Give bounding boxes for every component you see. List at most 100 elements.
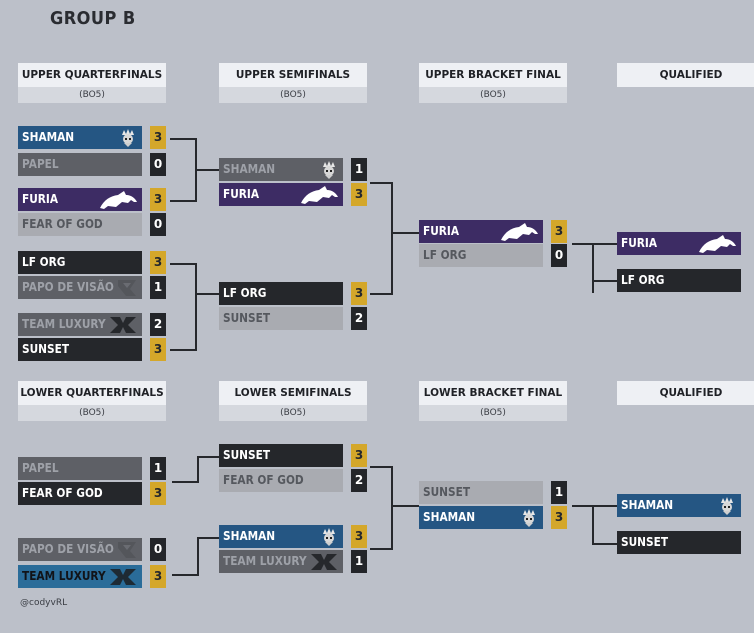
- team-name: TEAM LUXURY: [22, 569, 106, 583]
- team-slot-uq-0[interactable]: FURIA: [617, 232, 741, 255]
- score-badge: 3: [150, 338, 166, 361]
- team-slot-lqf1-0[interactable]: PAPEL: [18, 457, 142, 480]
- column-title: LOWER SEMIFINALS: [219, 381, 367, 405]
- team-name: PAPO DE VISÃO: [22, 542, 114, 556]
- team-slot-uqf2-0[interactable]: FURIA: [18, 188, 142, 211]
- team-name: SUNSET: [22, 342, 70, 356]
- connector-line: [572, 505, 617, 507]
- team-slot-uqf4-0[interactable]: TEAM LUXURY: [18, 313, 142, 336]
- furia-panther-icon: [697, 234, 737, 255]
- connector-line: [392, 505, 419, 507]
- team-slot-uqf1-1[interactable]: PAPEL: [18, 153, 142, 176]
- connector-line: [172, 574, 198, 576]
- team-slot-lqf1-1[interactable]: FEAR OF GOD: [18, 482, 142, 505]
- team-slot-uqf1-0[interactable]: SHAMAN: [18, 126, 142, 149]
- team-name: FURIA: [621, 236, 658, 250]
- score-badge: 2: [351, 469, 367, 492]
- team-slot-uq-1[interactable]: LF ORG: [617, 269, 741, 292]
- team-name: LF ORG: [621, 273, 665, 287]
- connector-line: [170, 138, 196, 140]
- connector-line: [170, 349, 196, 351]
- connector-line: [370, 182, 392, 184]
- column-title: UPPER SEMIFINALS: [219, 63, 367, 87]
- connector-line: [592, 505, 594, 544]
- team-name: TEAM LUXURY: [223, 554, 307, 568]
- team-slot-lsf1-1[interactable]: FEAR OF GOD: [219, 469, 343, 492]
- shaman-logo-icon: [319, 160, 339, 181]
- team-slot-lq-1[interactable]: SUNSET: [617, 531, 741, 554]
- team-slot-usf1-1[interactable]: FURIA: [219, 183, 343, 206]
- team-name: FURIA: [22, 192, 59, 206]
- column-title: QUALIFIED: [617, 381, 754, 405]
- team-slot-uqf4-1[interactable]: SUNSET: [18, 338, 142, 361]
- team-name: FURIA: [223, 187, 260, 201]
- column-header: QUALIFIED: [617, 381, 754, 405]
- team-name: FURIA: [423, 224, 460, 238]
- column-format: (BO5): [419, 87, 567, 103]
- connector-line: [197, 537, 199, 576]
- score-badge: 0: [150, 538, 166, 561]
- column-format: (BO5): [18, 87, 166, 103]
- column-title: LOWER QUARTERFINALS: [18, 381, 166, 405]
- score-badge: 3: [150, 188, 166, 211]
- score-badge: 3: [351, 444, 367, 467]
- team-slot-ubf-1[interactable]: LF ORG: [419, 244, 543, 267]
- team-name: SHAMAN: [223, 162, 276, 176]
- team-slot-lsf2-1[interactable]: TEAM LUXURY: [219, 550, 343, 573]
- column-format: (BO5): [419, 405, 567, 421]
- team-name: SUNSET: [621, 535, 669, 549]
- shaman-logo-icon: [118, 128, 138, 149]
- column-title: UPPER BRACKET FINAL: [419, 63, 567, 87]
- team-slot-lqf2-0[interactable]: PAPO DE VISÃO: [18, 538, 142, 561]
- team-slot-uqf2-1[interactable]: FEAR OF GOD: [18, 213, 142, 236]
- team-slot-lbf-0[interactable]: SUNSET: [419, 481, 543, 504]
- connector-line: [170, 263, 196, 265]
- team-slot-lsf1-0[interactable]: SUNSET: [219, 444, 343, 467]
- team-slot-lsf2-0[interactable]: SHAMAN: [219, 525, 343, 548]
- pdv-logo-icon: [116, 540, 138, 561]
- team-slot-uqf3-0[interactable]: LF ORG: [18, 251, 142, 274]
- score-badge: 0: [150, 153, 166, 176]
- team-slot-lqf2-1[interactable]: TEAM LUXURY: [18, 565, 142, 588]
- connector-line: [170, 200, 196, 202]
- furia-panther-icon: [98, 190, 138, 211]
- column-title: LOWER BRACKET FINAL: [419, 381, 567, 405]
- team-slot-lbf-1[interactable]: SHAMAN: [419, 506, 543, 529]
- column-header: UPPER SEMIFINALS(BO5): [219, 63, 367, 103]
- score-badge: 2: [351, 307, 367, 330]
- shaman-logo-icon: [717, 496, 737, 517]
- column-header: LOWER BRACKET FINAL(BO5): [419, 381, 567, 421]
- column-format: (BO5): [219, 87, 367, 103]
- score-badge: 3: [551, 220, 567, 243]
- connector-line: [196, 293, 219, 295]
- team-slot-lq-0[interactable]: SHAMAN: [617, 494, 741, 517]
- score-badge: 3: [150, 565, 166, 588]
- column-title: QUALIFIED: [617, 63, 754, 87]
- score-badge: 3: [551, 506, 567, 529]
- team-name: SUNSET: [423, 485, 471, 499]
- team-slot-usf2-0[interactable]: LF ORG: [219, 282, 343, 305]
- connector-line: [391, 466, 393, 550]
- score-badge: 1: [551, 481, 567, 504]
- team-name: LF ORG: [22, 255, 66, 269]
- team-name: SHAMAN: [22, 130, 75, 144]
- score-badge: 1: [351, 550, 367, 573]
- team-name: TEAM LUXURY: [22, 317, 106, 331]
- team-slot-ubf-0[interactable]: FURIA: [419, 220, 543, 243]
- connector-line: [592, 243, 594, 293]
- team-name: FEAR OF GOD: [22, 217, 103, 231]
- credit: @codyvRL: [20, 598, 68, 608]
- connector-line: [370, 293, 392, 295]
- score-badge: 3: [150, 126, 166, 149]
- team-slot-usf2-1[interactable]: SUNSET: [219, 307, 343, 330]
- team-name: PAPO DE VISÃO: [22, 280, 114, 294]
- team-name: FEAR OF GOD: [22, 486, 103, 500]
- score-badge: 0: [551, 244, 567, 267]
- connector-line: [196, 169, 219, 171]
- column-format: (BO5): [18, 405, 166, 421]
- team-slot-usf1-0[interactable]: SHAMAN: [219, 158, 343, 181]
- team-slot-uqf3-1[interactable]: PAPO DE VISÃO: [18, 276, 142, 299]
- shaman-logo-icon: [319, 527, 339, 548]
- team-luxury-logo-icon: [108, 567, 138, 588]
